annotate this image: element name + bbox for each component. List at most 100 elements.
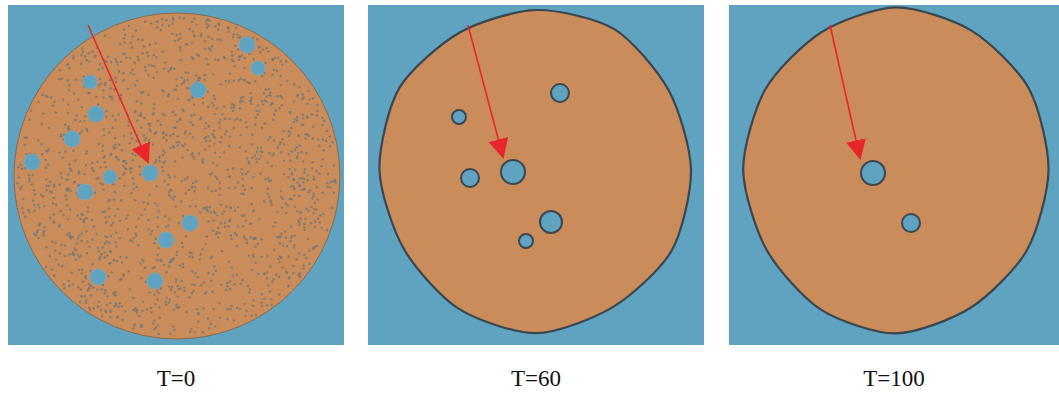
particle [289, 240, 291, 242]
particle [185, 235, 187, 237]
particle [114, 191, 116, 193]
pointer-arrow [468, 25, 503, 157]
particle [19, 188, 21, 190]
particle [28, 174, 30, 176]
particle [169, 147, 171, 149]
particle [229, 288, 231, 290]
particle [180, 180, 182, 182]
particle [84, 275, 86, 277]
particle [316, 114, 318, 116]
particle [168, 286, 170, 288]
particle [168, 24, 170, 26]
particle [22, 212, 24, 214]
particle [165, 19, 167, 21]
pore [158, 232, 174, 248]
particle [127, 88, 129, 90]
particle [72, 236, 74, 238]
particle [45, 167, 47, 169]
particle [297, 219, 299, 221]
particle [154, 161, 156, 163]
particle [202, 102, 204, 104]
particle [258, 158, 260, 160]
particle [106, 236, 108, 238]
particle [100, 253, 102, 255]
particle [182, 246, 184, 248]
particle [249, 222, 251, 224]
particle [31, 183, 33, 185]
particle [111, 271, 113, 273]
particle [278, 143, 280, 145]
particle [221, 213, 223, 215]
particle [178, 306, 180, 308]
particle [297, 152, 299, 154]
particle [162, 131, 164, 133]
particle [205, 122, 207, 124]
particle [198, 152, 200, 154]
particle [58, 78, 60, 80]
particle [239, 101, 241, 103]
particle [184, 143, 186, 145]
particle [108, 131, 110, 133]
particle [158, 292, 160, 294]
particle [263, 92, 265, 94]
particle [115, 302, 117, 304]
particle [254, 123, 256, 125]
particle [305, 133, 307, 135]
particle [299, 184, 301, 186]
particle [177, 296, 179, 298]
particle [44, 95, 46, 97]
particle [74, 119, 76, 121]
particle [216, 178, 218, 180]
particle [223, 210, 225, 212]
particle [92, 170, 94, 172]
particle [118, 159, 120, 161]
particle [55, 111, 57, 113]
particle [232, 110, 234, 112]
particle [215, 270, 217, 272]
particle [143, 134, 145, 136]
particle [211, 102, 213, 104]
particle [242, 96, 244, 98]
particle [225, 130, 227, 132]
particle [140, 262, 142, 264]
particle [185, 130, 187, 132]
particle [151, 65, 153, 67]
particle [320, 165, 322, 167]
particle [265, 96, 267, 98]
particle [260, 301, 262, 303]
particle [121, 261, 123, 263]
particle [298, 177, 300, 179]
particle [304, 168, 306, 170]
particle [229, 73, 231, 75]
particle [85, 301, 87, 303]
particle [269, 290, 271, 292]
particle [228, 220, 230, 222]
particle [207, 317, 209, 319]
particle [298, 223, 300, 225]
particle [194, 186, 196, 188]
particle [267, 187, 269, 189]
particle [66, 204, 68, 206]
particle [326, 186, 328, 188]
particle [299, 144, 301, 146]
particle [287, 176, 289, 178]
particle [75, 258, 77, 260]
particle [35, 234, 37, 236]
particle [328, 135, 330, 137]
particle [112, 221, 114, 223]
particle [50, 96, 52, 98]
particle [189, 132, 191, 134]
particle [70, 169, 72, 171]
particle [333, 192, 335, 194]
particle [164, 301, 166, 303]
particle [162, 170, 164, 172]
pore [902, 214, 920, 232]
particle [214, 58, 216, 60]
particle [162, 113, 164, 115]
particle [190, 328, 192, 330]
particle [153, 328, 155, 330]
particle [77, 237, 79, 239]
particle [26, 137, 28, 139]
particle [67, 103, 69, 105]
particle [296, 157, 298, 159]
